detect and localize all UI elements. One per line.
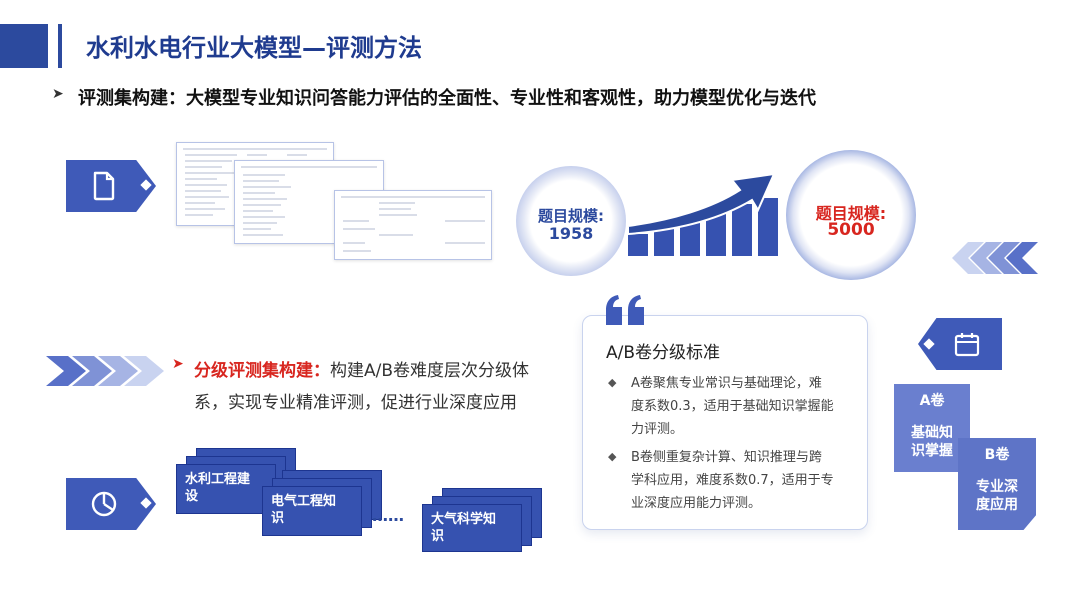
card-title: A/B卷分级标准 xyxy=(606,343,721,363)
domain-3-line1: 大气科学知 xyxy=(431,512,497,527)
domain-1-line1: 水利工程建 xyxy=(185,472,251,487)
pie-chart-icon xyxy=(91,491,117,517)
domain-card-hydraulic: 水利工程建 设 xyxy=(176,464,276,514)
ab-standard-card xyxy=(582,315,868,530)
grading-sep: ： xyxy=(313,361,330,381)
grading-text-line1: 分级评测集构建：构建A/B卷难度层次分级体 xyxy=(194,356,529,381)
domain-card-electrical: 电气工程知 识 xyxy=(262,486,362,536)
bullet-arrow-icon: ➤ xyxy=(52,86,64,102)
document-lines xyxy=(341,196,485,252)
header-accent-bar xyxy=(58,24,62,68)
b-paper-title: B卷 xyxy=(984,447,1010,463)
scale-left-value: 1958 xyxy=(548,224,594,243)
scale-right-value: 5000 xyxy=(827,220,875,240)
page-title: 水利水电行业大模型—评测方法 xyxy=(86,34,422,62)
card-b-line2: 学科应用，难度系数0.7，适用于专 xyxy=(631,473,834,488)
grading-heading: 分级评测集构建 xyxy=(194,361,313,381)
chevron-right-icon xyxy=(46,356,164,386)
card-a-line1: A卷聚焦专业常识与基础理论，难 xyxy=(631,376,822,391)
card-a-line2: 度系数0.3，适用于基础知识掌握能 xyxy=(631,399,834,414)
card-a-text: A卷聚焦专业常识与基础理论，难 度系数0.3，适用于基础知识掌握能 力评测。 xyxy=(631,372,834,441)
domain-3-line2: 识 xyxy=(431,529,445,544)
b-paper-line1: 专业深 xyxy=(976,479,1018,495)
scale-right-label: 题目规模: xyxy=(815,204,887,223)
quote-icon xyxy=(606,295,644,325)
a-paper-line2: 识掌握 xyxy=(911,443,953,459)
scale-circle-left: 题目规模: 1958 xyxy=(516,166,626,276)
card-b-line1: B卷侧重复杂计算、知识推理与跨 xyxy=(631,450,822,465)
diamond-bullet-icon: ◆ xyxy=(608,450,617,463)
calendar-icon xyxy=(954,333,980,357)
card-a-line3: 力评测。 xyxy=(631,422,684,437)
growth-bars-arrow xyxy=(627,172,778,256)
diamond-bullet-icon: ◆ xyxy=(608,376,617,389)
domain-1-line2: 设 xyxy=(185,489,199,504)
chevron-left-icon xyxy=(952,242,1038,274)
page-subtitle: 评测集构建：大模型专业知识问答能力评估的全面性、专业性和客观性，助力模型优化与迭… xyxy=(78,88,816,109)
a-paper-line1: 基础知 xyxy=(911,425,953,441)
document-sheet-3 xyxy=(334,190,492,260)
b-paper-line2: 度应用 xyxy=(976,497,1018,513)
grading-text-2: 系，实现专业精准评测，促进行业深度应用 xyxy=(194,393,517,413)
grading-text-1: 构建A/B卷难度层次分级体 xyxy=(330,361,530,381)
document-lines xyxy=(241,166,377,236)
domain-card-atmospheric: 大气科学知 识 xyxy=(422,504,522,552)
scale-circle-right: 题目规模: 5000 xyxy=(786,150,916,280)
card-b-line3: 业深度应用能力评测。 xyxy=(631,496,762,511)
domain-2-line1: 电气工程知 xyxy=(271,494,337,509)
scale-left-label: 题目规模: xyxy=(538,207,604,225)
document-lines xyxy=(183,148,327,216)
grading-bullet-icon: ➤ xyxy=(172,356,184,372)
domain-2-line2: 识 xyxy=(271,511,285,526)
domain-ellipsis: …… xyxy=(372,506,404,525)
b-paper-note: B卷 专业深 度应用 xyxy=(958,438,1036,530)
header-accent-block xyxy=(0,24,48,68)
file-icon xyxy=(93,171,115,201)
card-b-text: B卷侧重复杂计算、知识推理与跨 学科应用，难度系数0.7，适用于专 业深度应用能… xyxy=(631,446,834,515)
a-paper-title: A卷 xyxy=(919,393,945,409)
a-paper-note: A卷 基础知 识掌握 xyxy=(894,384,970,472)
